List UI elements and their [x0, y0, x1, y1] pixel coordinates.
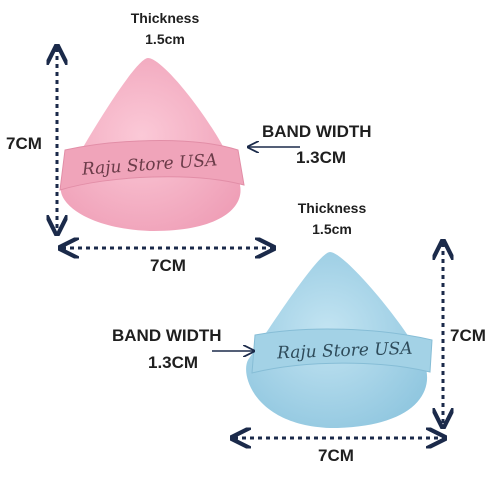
blue-width-label: 7CM — [318, 446, 354, 465]
pink-puff: Raju Store USA — [59, 58, 245, 232]
blue-thickness-value: 1.5cm — [312, 221, 352, 237]
pink-width-label: 7CM — [150, 256, 186, 275]
blue-band-text: Raju Store USA — [276, 339, 413, 364]
blue-band — [251, 328, 433, 374]
pink-thickness-value: 1.5cm — [145, 31, 185, 47]
blue-band-width-value: 1.3CM — [148, 353, 199, 372]
blue-thickness-label: Thickness — [297, 200, 367, 216]
pink-band — [59, 140, 245, 191]
pink-thickness-label: Thickness — [130, 10, 200, 26]
blue-puff: Raju Store USA — [246, 252, 433, 428]
blue-band-width-label: BAND WIDTH — [112, 326, 222, 345]
pink-band-width-label: BAND WIDTH — [262, 122, 372, 141]
pink-band-width-value: 1.3CM — [296, 148, 347, 167]
blue-height-label: 7CM — [450, 326, 486, 345]
pink-height-label: 7CM — [6, 134, 42, 153]
